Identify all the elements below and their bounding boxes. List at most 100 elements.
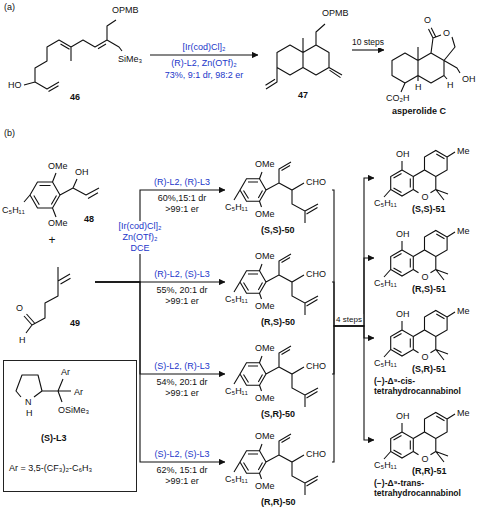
step-text: 4 steps — [335, 314, 363, 325]
atom-label: OPMB — [112, 5, 139, 16]
atom-label: H — [26, 408, 33, 419]
arrow-label: (S)-L2, (R)-L3 — [153, 361, 211, 372]
arrow-label: (S)-L2, (S)-L3 — [153, 449, 210, 460]
compound: OH MeO C₅H₁₁ (R,S)-51 — [374, 218, 487, 297]
atom-label: C₅H₁₁ — [374, 198, 397, 209]
atom-label: Me — [457, 146, 470, 157]
compound-name: (−)-Δ⁹-cis-tetrahydrocannabinol — [374, 376, 487, 396]
atom-label: CHO — [306, 269, 326, 280]
atom-label: O — [443, 28, 450, 39]
atom-label: C₅H₁₁ — [225, 294, 248, 305]
yield-text: >99:1 er — [164, 296, 199, 307]
compound: OMeCHOOMeC₅H₁₁(S,R)-50 — [225, 334, 332, 422]
compound: OHMeOC₅H₁₁(R,R)-51(−)-Δ⁹-trans-tetrahydr… — [374, 400, 489, 500]
compound: OMeCHOOMeC₅H₁₁(S,S)-50 — [225, 150, 332, 238]
atom-label: OH — [396, 229, 410, 240]
atom-label: Ar — [74, 387, 83, 398]
yield-text: 54%, 20:1 dr — [155, 377, 208, 388]
atom-label: OSiMe₃ — [58, 405, 89, 416]
structure-51 — [384, 413, 455, 463]
panel-label: (a) — [3, 2, 16, 13]
reaction-arrow — [332, 178, 374, 326]
atom-label: Me — [457, 408, 470, 419]
compound-number: (S,R)-50 — [261, 409, 295, 420]
compound-number: (R,S)-51 — [412, 284, 446, 295]
compound: OPMB SiMe₃ HO 46 — [2, 2, 150, 110]
compound-number: 48 — [84, 214, 94, 225]
arrow-label: (R)-L2, (R)-L3 — [153, 177, 211, 188]
structure-50 — [234, 434, 318, 495]
compound: O H 49 — [2, 262, 95, 348]
reaction-arrow — [95, 190, 225, 282]
atom-label: O — [424, 15, 431, 26]
reaction-arrow — [332, 258, 374, 326]
structure-51 — [384, 311, 455, 361]
atom-label: O — [422, 272, 429, 283]
atom-label: OMe — [255, 301, 275, 312]
atom-label: OMe — [255, 251, 275, 262]
compound-number: (S)-L3 — [41, 433, 67, 444]
atom-label: Ar = 3,5-(CF₃)₂-C₆H₃ — [9, 463, 92, 474]
atom-label: OMe — [255, 159, 275, 170]
reaction-arrow — [150, 54, 258, 55]
yield-text: 55%, 20:1 dr — [155, 285, 208, 296]
structure-50 — [234, 254, 318, 315]
structure-asperolide — [392, 28, 460, 92]
atom-label: H — [447, 80, 454, 91]
compound-number: 49 — [70, 318, 80, 329]
atom-label: H — [415, 82, 422, 93]
reagent-text: DCE — [129, 243, 150, 254]
compound: OPMB47 — [258, 2, 352, 108]
atom-label: HO — [8, 80, 22, 91]
compound-number: 46 — [70, 92, 80, 103]
atom-label: Me — [457, 306, 470, 317]
compound: OOOHHHCO₂Hasperolide C — [384, 2, 487, 120]
structure-50 — [234, 346, 318, 407]
compound-number: 47 — [298, 90, 308, 101]
yield-text: 62%, 15:1 dr — [155, 465, 208, 476]
atom-label: O — [422, 454, 429, 465]
atom-label: O — [422, 352, 429, 363]
compound-number: (S,S)-51 — [412, 204, 446, 215]
compound-number: (S,R)-51 — [412, 364, 446, 375]
yield-text: 73%, 9:1 dr, 98:2 er — [164, 70, 245, 81]
structure-51 — [384, 151, 455, 201]
atom-label: C₅H₁₁ — [374, 278, 397, 289]
atom-label: O — [16, 303, 23, 314]
atom-label: Ar — [61, 367, 70, 378]
atom-label: Me — [457, 226, 470, 237]
atom-label: SiMe₃ — [118, 54, 142, 65]
atom-label: C₅H₁₁ — [2, 205, 25, 216]
atom-label: O — [422, 192, 429, 203]
compound-number: asperolide C — [392, 106, 446, 117]
compound: OH MeO C₅H₁₁ (S,S)-51 — [374, 138, 487, 217]
compound-number: (R,R)-51 — [412, 466, 447, 477]
atom-label: OH — [396, 411, 410, 422]
yield-text: >99:1 er — [164, 204, 199, 215]
arrow-label: (R)-L2, (S)-L3 — [153, 269, 211, 280]
compound-name: (−)-Δ⁹-trans-tetrahydrocannabinol — [374, 478, 487, 498]
compound-number: (S,S)-50 — [261, 225, 295, 236]
atom-label: H — [19, 335, 26, 346]
atom-label: OMe — [255, 343, 275, 354]
atom-label: OH — [396, 309, 410, 320]
atom-label: N — [25, 397, 32, 408]
structure-47 — [266, 24, 343, 89]
atom-label: OMe — [255, 393, 275, 404]
structure-51 — [384, 231, 455, 281]
structure-L3 — [16, 375, 71, 402]
yield-text: 60%,15:1 dr — [157, 193, 208, 204]
atom-label: OMe — [48, 218, 68, 229]
atom-label: OMe — [255, 431, 275, 442]
atom-label: C₅H₁₁ — [374, 358, 397, 369]
compound: OMeOHOMeC₅H₁₁48 — [2, 158, 102, 232]
reaction-arrow — [332, 326, 374, 462]
compound-number: (R,S)-50 — [261, 317, 295, 328]
atom-label: OMe — [255, 209, 275, 220]
yield-text: >99:1 er — [164, 388, 199, 399]
compound: OMeCHOOMeC₅H₁₁(R,R)-50 — [225, 422, 332, 510]
atom-label: C₅H₁₁ — [225, 474, 248, 485]
atom-label: OH — [396, 149, 410, 160]
